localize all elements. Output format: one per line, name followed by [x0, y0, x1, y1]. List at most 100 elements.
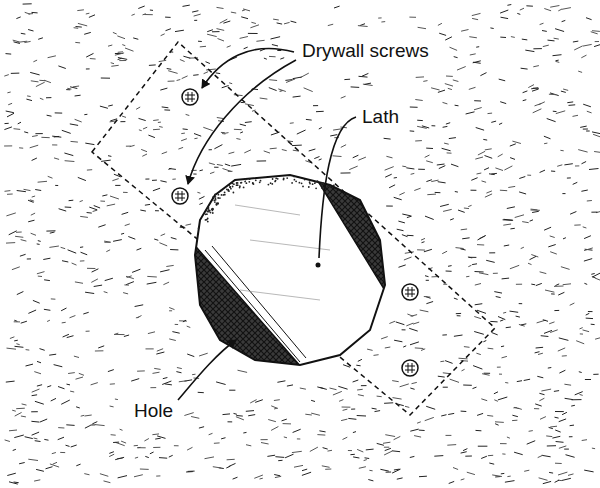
texture-stroke — [521, 68, 528, 70]
texture-stroke — [574, 46, 582, 50]
texture-stroke — [34, 372, 41, 374]
plaster-dot — [217, 197, 219, 199]
plaster-dot — [198, 227, 200, 229]
texture-stroke — [550, 6, 559, 8]
texture-stroke — [377, 443, 384, 445]
texture-stroke — [277, 381, 285, 383]
plaster-dot — [252, 183, 254, 185]
texture-stroke — [241, 17, 248, 19]
texture-stroke — [499, 123, 502, 125]
texture-stroke — [209, 163, 215, 165]
texture-stroke — [501, 346, 504, 348]
texture-stroke — [115, 185, 120, 186]
texture-stroke — [521, 324, 527, 325]
texture-stroke — [461, 452, 467, 453]
texture-stroke — [365, 457, 370, 459]
texture-stroke — [160, 181, 166, 182]
texture-stroke — [343, 437, 348, 439]
texture-stroke — [504, 245, 509, 246]
texture-stroke — [269, 79, 277, 81]
texture-stroke — [153, 119, 159, 121]
plaster-dot — [268, 184, 270, 186]
texture-stroke — [100, 201, 105, 202]
texture-stroke — [488, 113, 493, 115]
texture-stroke — [415, 140, 422, 141]
texture-stroke — [107, 204, 115, 206]
texture-stroke — [36, 82, 45, 86]
texture-stroke — [339, 400, 343, 402]
texture-stroke — [250, 25, 259, 28]
texture-stroke — [562, 193, 565, 194]
texture-stroke — [44, 309, 51, 310]
texture-stroke — [394, 469, 400, 471]
texture-stroke — [378, 17, 381, 18]
texture-stroke — [338, 386, 347, 389]
texture-stroke — [311, 413, 320, 415]
texture-stroke — [168, 71, 177, 74]
plaster-dot — [260, 180, 262, 182]
texture-stroke — [286, 79, 295, 83]
texture-stroke — [240, 124, 246, 126]
texture-stroke — [192, 374, 195, 376]
texture-stroke — [488, 348, 494, 350]
texture-stroke — [562, 412, 567, 414]
texture-stroke — [392, 450, 400, 452]
texture-stroke — [198, 41, 202, 42]
texture-stroke — [50, 232, 55, 233]
texture-stroke — [367, 349, 373, 350]
texture-stroke — [569, 436, 573, 437]
texture-stroke — [32, 158, 37, 161]
texture-stroke — [159, 60, 167, 61]
texture-stroke — [409, 17, 416, 18]
texture-stroke — [555, 29, 564, 32]
texture-stroke — [167, 68, 172, 70]
texture-stroke — [181, 133, 185, 135]
plaster-dot — [205, 219, 207, 221]
texture-stroke — [74, 27, 79, 29]
texture-stroke — [236, 417, 244, 420]
texture-stroke — [64, 153, 73, 156]
texture-stroke — [35, 440, 41, 442]
texture-stroke — [228, 421, 233, 422]
texture-stroke — [14, 482, 19, 484]
texture-stroke — [362, 73, 368, 76]
texture-stroke — [33, 300, 40, 303]
texture-stroke — [510, 158, 515, 160]
texture-stroke — [264, 58, 267, 59]
texture-stroke — [555, 480, 560, 482]
texture-stroke — [269, 56, 276, 57]
texture-stroke — [473, 387, 477, 389]
texture-stroke — [531, 284, 535, 286]
texture-stroke — [426, 161, 433, 163]
texture-stroke — [205, 457, 215, 459]
texture-stroke — [473, 62, 481, 63]
texture-stroke — [118, 476, 127, 478]
texture-stroke — [462, 238, 469, 239]
texture-stroke — [40, 349, 45, 351]
texture-stroke — [87, 268, 95, 269]
texture-stroke — [8, 103, 12, 105]
plaster-dot — [228, 184, 230, 186]
texture-stroke — [501, 473, 505, 475]
texture-stroke — [76, 407, 80, 408]
texture-stroke — [206, 69, 216, 70]
texture-stroke — [214, 167, 218, 168]
texture-stroke — [28, 200, 34, 202]
texture-stroke — [183, 320, 186, 322]
texture-stroke — [490, 27, 493, 29]
texture-stroke — [394, 177, 397, 179]
texture-stroke — [234, 129, 242, 130]
texture-stroke — [153, 188, 160, 191]
texture-stroke — [198, 392, 204, 393]
texture-stroke — [505, 481, 515, 483]
texture-stroke — [491, 173, 497, 175]
texture-stroke — [209, 433, 213, 435]
texture-stroke — [162, 381, 171, 385]
texture-stroke — [246, 445, 251, 446]
plaster-dot — [205, 213, 207, 215]
texture-stroke — [124, 284, 129, 285]
texture-stroke — [396, 322, 405, 325]
texture-stroke — [28, 13, 33, 14]
texture-stroke — [580, 394, 583, 395]
texture-stroke — [358, 25, 368, 27]
